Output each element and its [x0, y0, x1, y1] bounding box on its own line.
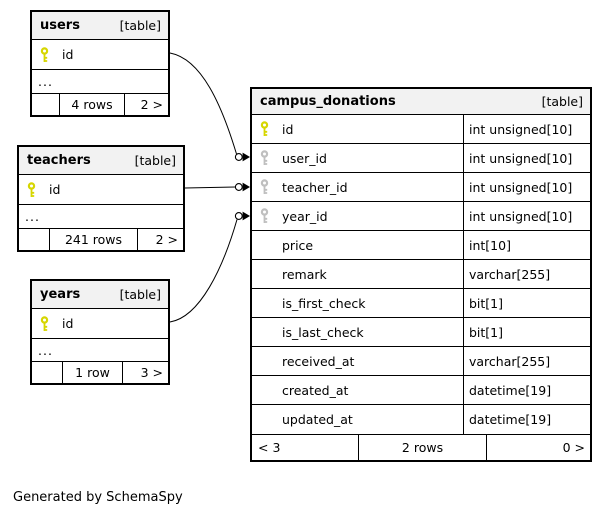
table-header[interactable]: campus_donations [table]	[252, 89, 590, 115]
ellipsis-row: ...	[32, 70, 168, 94]
column-type: int unsigned[10]	[463, 144, 590, 172]
footer-cell-left	[32, 362, 62, 383]
column-name: teacher_id	[282, 179, 348, 195]
table-name: years	[40, 287, 81, 302]
table-name: users	[40, 18, 80, 33]
column-name: is_first_check	[282, 295, 366, 311]
table-footer: 1 row 3 >	[32, 362, 168, 383]
column-type: datetime[19]	[463, 405, 590, 434]
column-type: int unsigned[10]	[463, 173, 590, 201]
column-name: id	[49, 182, 61, 197]
footer-row-count: 2 rows	[358, 435, 486, 460]
column-type: bit[1]	[463, 289, 590, 317]
table-name: campus_donations	[260, 94, 396, 109]
column-name: is_last_check	[282, 324, 364, 340]
column-name: remark	[282, 266, 327, 282]
table-type-label: [table]	[119, 287, 161, 302]
column-name: user_id	[282, 150, 327, 166]
column-name: updated_at	[282, 412, 353, 427]
table-header[interactable]: teachers [table]	[19, 147, 183, 175]
column-row-created-at: created_at datetime[19]	[252, 376, 590, 405]
table-type-label: [table]	[134, 153, 176, 168]
footer-row-count: 4 rows	[59, 94, 124, 115]
table-footer: 4 rows 2 >	[32, 94, 168, 115]
column-name: created_at	[282, 382, 349, 398]
column-row-updated-at: updated_at datetime[19]	[252, 405, 590, 434]
column-type: int unsigned[10]	[463, 202, 590, 230]
relationship-endpoint-circle	[234, 153, 243, 161]
generator-credit: Generated by SchemaSpy	[13, 490, 183, 505]
table-footer: < 3 2 rows 0 >	[252, 434, 590, 460]
column-name: id	[62, 316, 74, 331]
ellipsis-row: ...	[32, 339, 168, 362]
table-header[interactable]: users [table]	[32, 12, 168, 40]
footer-cell-left	[32, 94, 59, 115]
column-rows: id int unsigned[10] user_id int unsigned…	[252, 115, 590, 434]
primary-key-icon	[39, 315, 62, 332]
table-node-teachers[interactable]: teachers [table] id ... 241 rows 2 >	[17, 145, 185, 252]
column-name: price	[282, 237, 314, 253]
foreign-key-icon	[259, 208, 282, 224]
column-row-user-id: user_id int unsigned[10]	[252, 144, 590, 173]
relationship-users-user-id	[169, 52, 237, 155]
relationship-years-year-id	[169, 219, 238, 323]
table-node-years[interactable]: years [table] id ... 1 row 3 >	[30, 279, 170, 385]
column-row-teacher-id: teacher_id int unsigned[10]	[252, 173, 590, 202]
column-row-remark: remark varchar[255]	[252, 260, 590, 289]
table-footer: 241 rows 2 >	[19, 229, 183, 250]
column-type: bit[1]	[463, 318, 590, 346]
table-type-label: [table]	[119, 18, 161, 33]
ellipsis-row: ...	[19, 205, 183, 229]
relationship-teachers-teacher-id	[184, 186, 236, 189]
column-row-id: id	[32, 40, 168, 70]
relationship-endpoint-circle	[234, 212, 243, 220]
column-row-price: price int[10]	[252, 231, 590, 260]
column-name: year_id	[282, 208, 328, 224]
relationship-endpoint-circle	[234, 183, 243, 191]
column-type: varchar[255]	[463, 260, 590, 288]
primary-key-icon	[39, 46, 62, 63]
footer-parents-count: < 3	[258, 440, 281, 455]
column-type: int unsigned[10]	[463, 115, 590, 143]
column-row-id: id	[19, 175, 183, 205]
column-type: datetime[19]	[463, 376, 590, 404]
table-node-campus-donations[interactable]: campus_donations [table] id int unsigned…	[250, 87, 592, 462]
column-type: int[10]	[463, 231, 590, 259]
column-row-id: id int unsigned[10]	[252, 115, 590, 144]
table-node-users[interactable]: users [table] id ... 4 rows 2 >	[30, 10, 170, 117]
table-name: teachers	[27, 153, 91, 168]
footer-children-count: 2 >	[124, 94, 168, 115]
column-name: id	[62, 47, 74, 62]
column-name: received_at	[282, 353, 355, 369]
column-name: id	[282, 121, 294, 137]
foreign-key-icon	[259, 150, 282, 166]
primary-key-icon	[259, 121, 282, 137]
column-row-received-at: received_at varchar[255]	[252, 347, 590, 376]
footer-row-count: 241 rows	[49, 229, 137, 250]
column-type: varchar[255]	[463, 347, 590, 375]
foreign-key-icon	[259, 179, 282, 195]
footer-row-count: 1 row	[62, 362, 122, 383]
relationship-endpoint-arrow	[242, 152, 250, 162]
column-row-is-first-check: is_first_check bit[1]	[252, 289, 590, 318]
column-row-is-last-check: is_last_check bit[1]	[252, 318, 590, 347]
column-row-id: id	[32, 309, 168, 339]
footer-children-count: 2 >	[137, 229, 183, 250]
column-row-year-id: year_id int unsigned[10]	[252, 202, 590, 231]
relationship-endpoint-arrow	[242, 182, 250, 192]
footer-children-count: 3 >	[122, 362, 168, 383]
table-type-label: [table]	[541, 94, 583, 109]
footer-children-count: 0 >	[486, 435, 590, 460]
footer-cell-left	[19, 229, 49, 250]
primary-key-icon	[26, 181, 49, 198]
relationship-endpoint-arrow	[242, 211, 250, 221]
table-header[interactable]: years [table]	[32, 281, 168, 309]
